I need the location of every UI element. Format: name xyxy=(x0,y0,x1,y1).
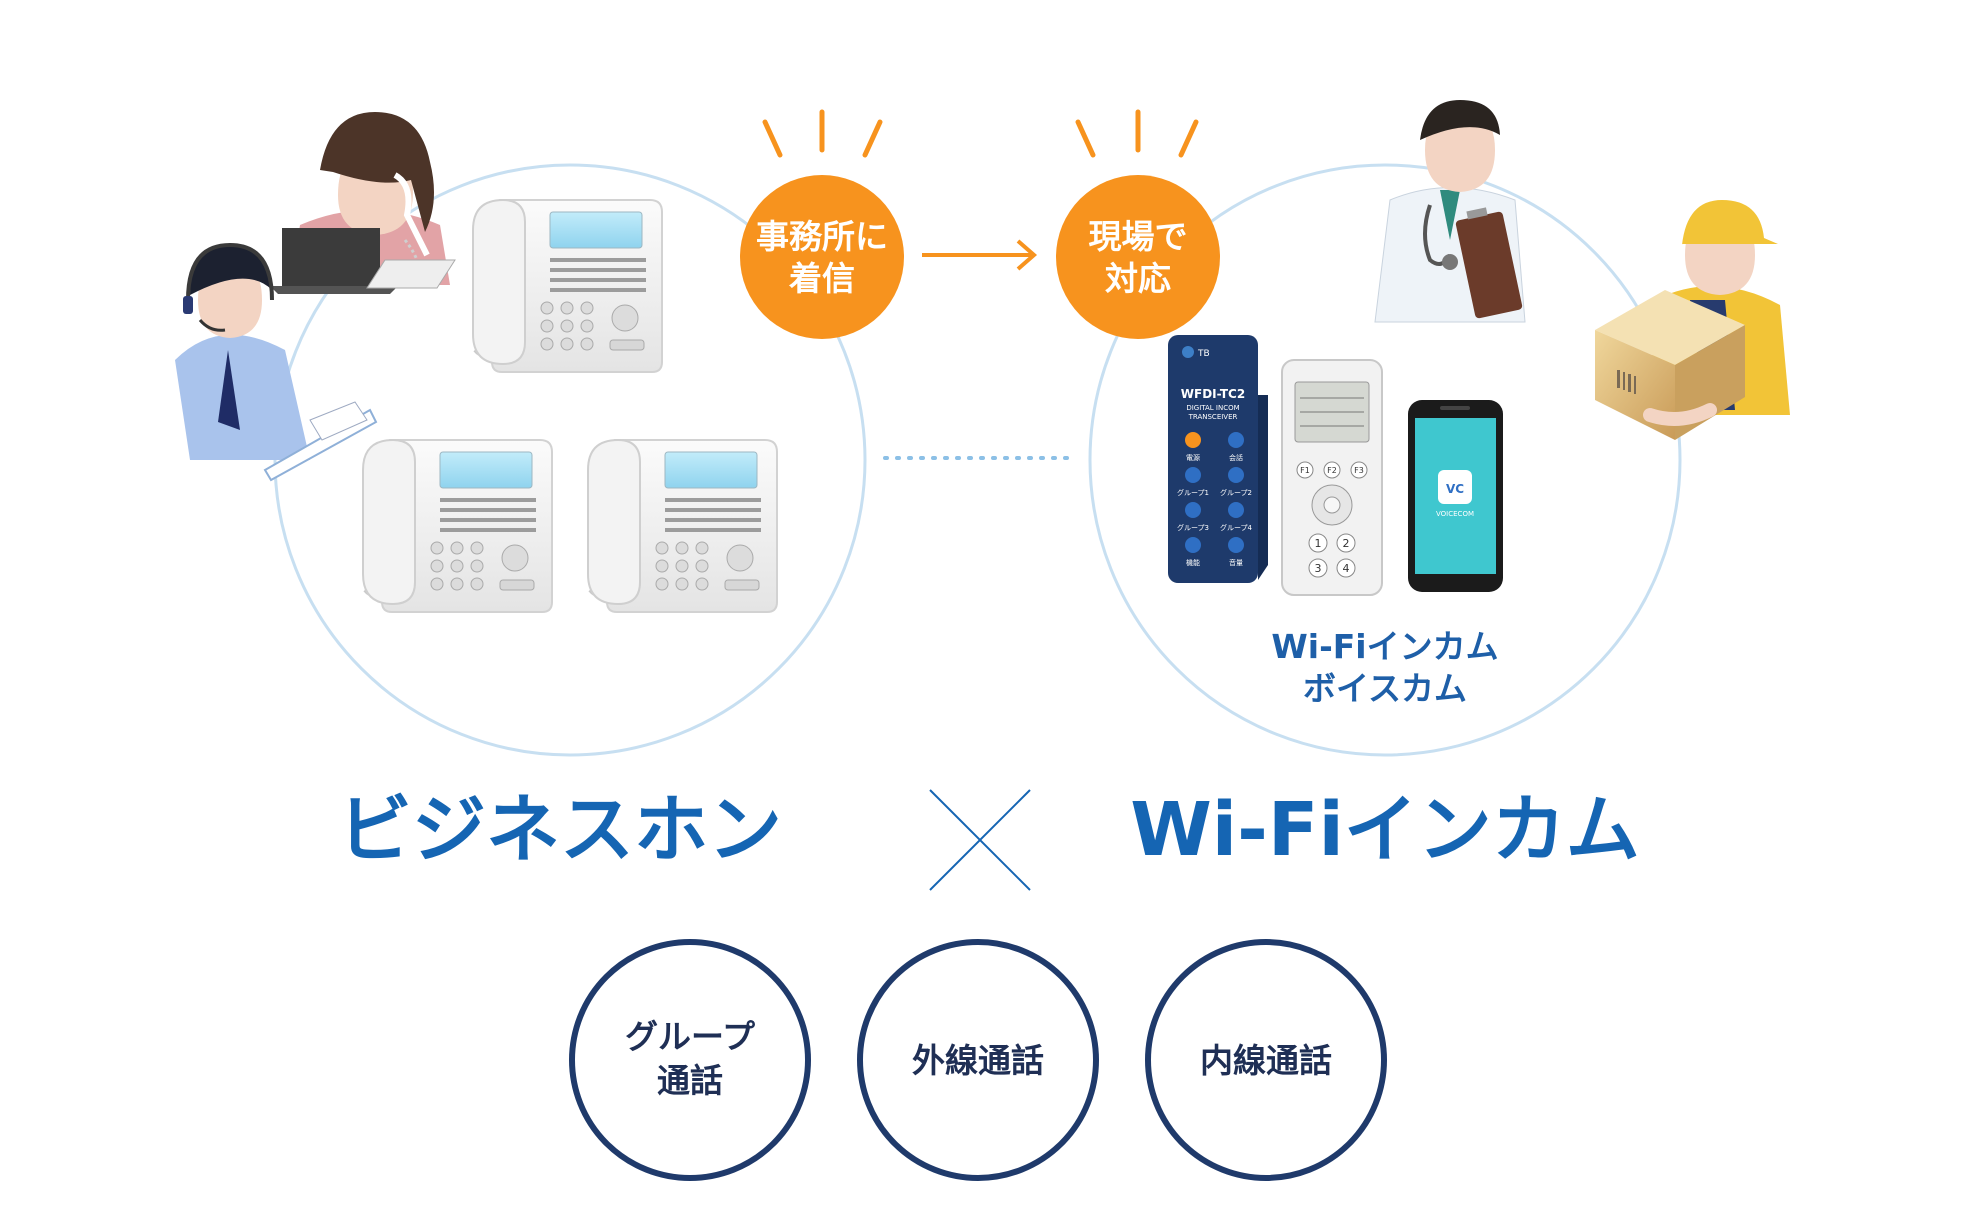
intercom-circle xyxy=(1088,163,1682,757)
device-label-line-2: ボイスカム xyxy=(1303,669,1467,708)
transceiver-button-volume: 音量 xyxy=(1229,558,1243,567)
office-call-bubble: 事務所に 着信 xyxy=(740,175,904,339)
business-phone-icon xyxy=(363,440,552,612)
feature-group-call-line-2: 通話 xyxy=(657,1061,723,1100)
feature-internal-call-label: 内線通話 xyxy=(1200,1041,1332,1080)
office-call-line-1: 事務所に xyxy=(756,217,888,256)
feature-external-call-label: 外線通話 xyxy=(912,1041,1044,1080)
device-label-line-1: Wi-Fiインカム xyxy=(1271,627,1498,666)
site-response-line-2: 対応 xyxy=(1105,259,1171,298)
wifi-intercom-title: Wi-Fiインカム xyxy=(1130,787,1640,873)
voicecom-app-name: VOICECOM xyxy=(1436,510,1474,518)
transceiver-subtitle-1: DIGITAL INCOM xyxy=(1186,404,1239,412)
feature-internal-call: 内線通話 xyxy=(1145,939,1387,1181)
delivery-worker-box-icon xyxy=(1595,200,1790,440)
brand-mark: TB xyxy=(1197,349,1210,359)
transceiver-button-group3: グループ3 xyxy=(1177,523,1209,532)
transceiver-button-group1: グループ1 xyxy=(1177,488,1209,497)
business-phone-icon xyxy=(588,440,777,612)
transceiver-button-talk: 会話 xyxy=(1229,453,1243,462)
office-call-line-2: 着信 xyxy=(789,259,855,298)
transceiver-button-group4: グループ4 xyxy=(1220,523,1253,532)
feature-group-call: グループ 通話 xyxy=(569,939,811,1181)
remote-key-f2: F2 xyxy=(1327,466,1337,475)
business-phone-icon xyxy=(473,200,662,372)
transceiver-button-group2: グループ2 xyxy=(1220,488,1252,497)
cross-x-icon xyxy=(929,789,1031,891)
man-headset-laptop-icon xyxy=(175,242,378,482)
feature-external-call: 外線通話 xyxy=(857,939,1099,1181)
remote-key-f3: F3 xyxy=(1354,466,1364,475)
remote-key-1: 1 xyxy=(1315,537,1322,550)
wifi-transceiver-device: TB WFDI-TC2 DIGITAL INCOM TRANSCEIVER 電源… xyxy=(1168,335,1268,583)
business-phone-title: ビジネスホン xyxy=(338,787,782,873)
feature-group-call-line-1: グループ xyxy=(625,1017,756,1056)
ring-spark-icon xyxy=(762,109,883,158)
doctor-clipboard-icon xyxy=(1374,100,1526,323)
smartphone-voicecom-device: VC VOICECOM xyxy=(1408,400,1503,592)
site-response-line-1: 現場で xyxy=(1089,217,1188,256)
site-response-bubble: 現場で 対応 xyxy=(1056,175,1220,339)
wifi-remote-device: F1 F2 F3 1 2 3 4 xyxy=(1281,359,1383,596)
response-spark-icon xyxy=(1075,109,1199,158)
transceiver-button-function: 機能 xyxy=(1186,558,1200,567)
transceiver-subtitle-2: TRANSCEIVER xyxy=(1188,413,1238,421)
arrow-right-icon xyxy=(922,239,1038,271)
remote-key-3: 3 xyxy=(1315,562,1322,575)
remote-key-4: 4 xyxy=(1343,562,1350,575)
remote-key-2: 2 xyxy=(1343,537,1350,550)
transceiver-button-power: 電源 xyxy=(1186,453,1200,462)
remote-key-f1: F1 xyxy=(1300,466,1310,475)
transceiver-model: WFDI-TC2 xyxy=(1181,387,1245,401)
voicecom-app-icon: VC xyxy=(1446,482,1464,496)
woman-phone-laptop-icon xyxy=(270,112,456,294)
